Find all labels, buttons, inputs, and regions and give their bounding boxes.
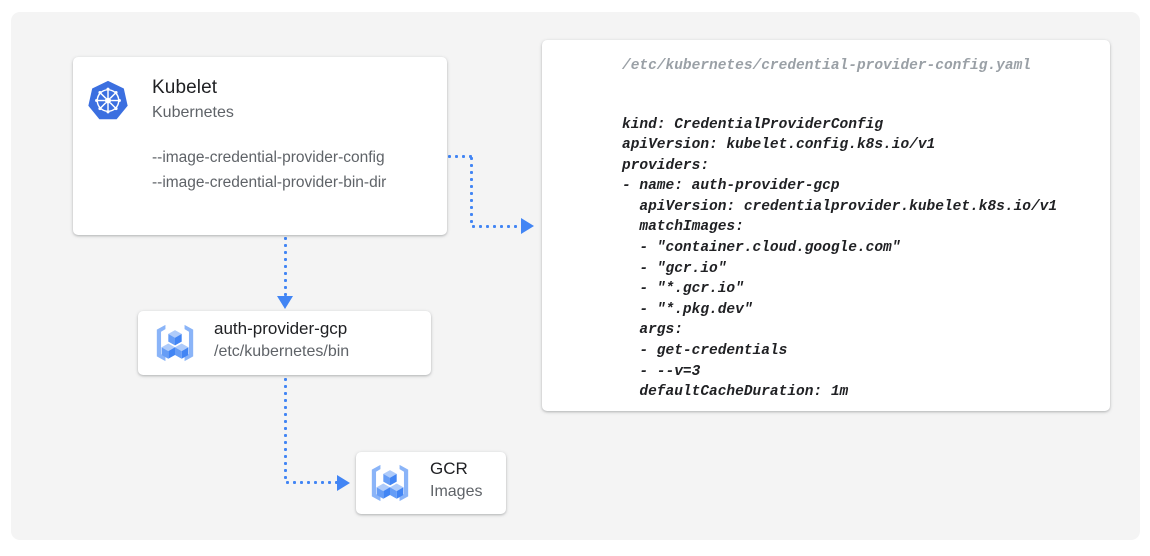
kubelet-flag-item: --image-credential-provider-config xyxy=(152,149,385,166)
auth-provider-subtitle: /etc/kubernetes/bin xyxy=(214,343,350,360)
kubelet-card[interactable]: Kubelet Kubernetes --image-credential-pr… xyxy=(73,57,447,235)
arrowhead-right-icon xyxy=(337,475,350,491)
dotted-segment-vertical xyxy=(284,186,287,299)
dotted-segment-horizontal xyxy=(284,481,338,484)
gcr-card[interactable]: GCR Images xyxy=(356,452,506,514)
dotted-segment-vertical xyxy=(470,155,473,227)
auth-provider-card[interactable]: auth-provider-gcp /etc/kubernetes/bin xyxy=(138,311,431,375)
kubelet-subtitle: Kubernetes xyxy=(152,104,234,121)
yaml-config-card[interactable]: /etc/kubernetes/credential-provider-conf… xyxy=(542,40,1110,411)
gcr-title: GCR xyxy=(430,459,468,478)
arrowhead-right-icon xyxy=(521,218,534,234)
gcp-container-registry-icon xyxy=(152,321,198,365)
dotted-segment-horizontal xyxy=(470,225,523,228)
gcr-subtitle: Images xyxy=(430,483,483,500)
dotted-segment-vertical xyxy=(284,376,287,483)
kubernetes-icon xyxy=(85,78,131,124)
kubelet-flag-list: --image-credential-provider-config --ima… xyxy=(152,145,386,195)
kubelet-title: Kubelet xyxy=(152,77,218,98)
auth-provider-title: auth-provider-gcp xyxy=(214,319,348,338)
yaml-file-content: kind: CredentialProviderConfig apiVersio… xyxy=(622,116,1058,401)
arrowhead-down-icon xyxy=(277,296,293,309)
yaml-file-path: /etc/kubernetes/credential-provider-conf… xyxy=(622,58,1031,74)
gcp-container-registry-icon xyxy=(367,461,413,505)
kubelet-flag-item: --image-credential-provider-bin-dir xyxy=(152,174,387,191)
